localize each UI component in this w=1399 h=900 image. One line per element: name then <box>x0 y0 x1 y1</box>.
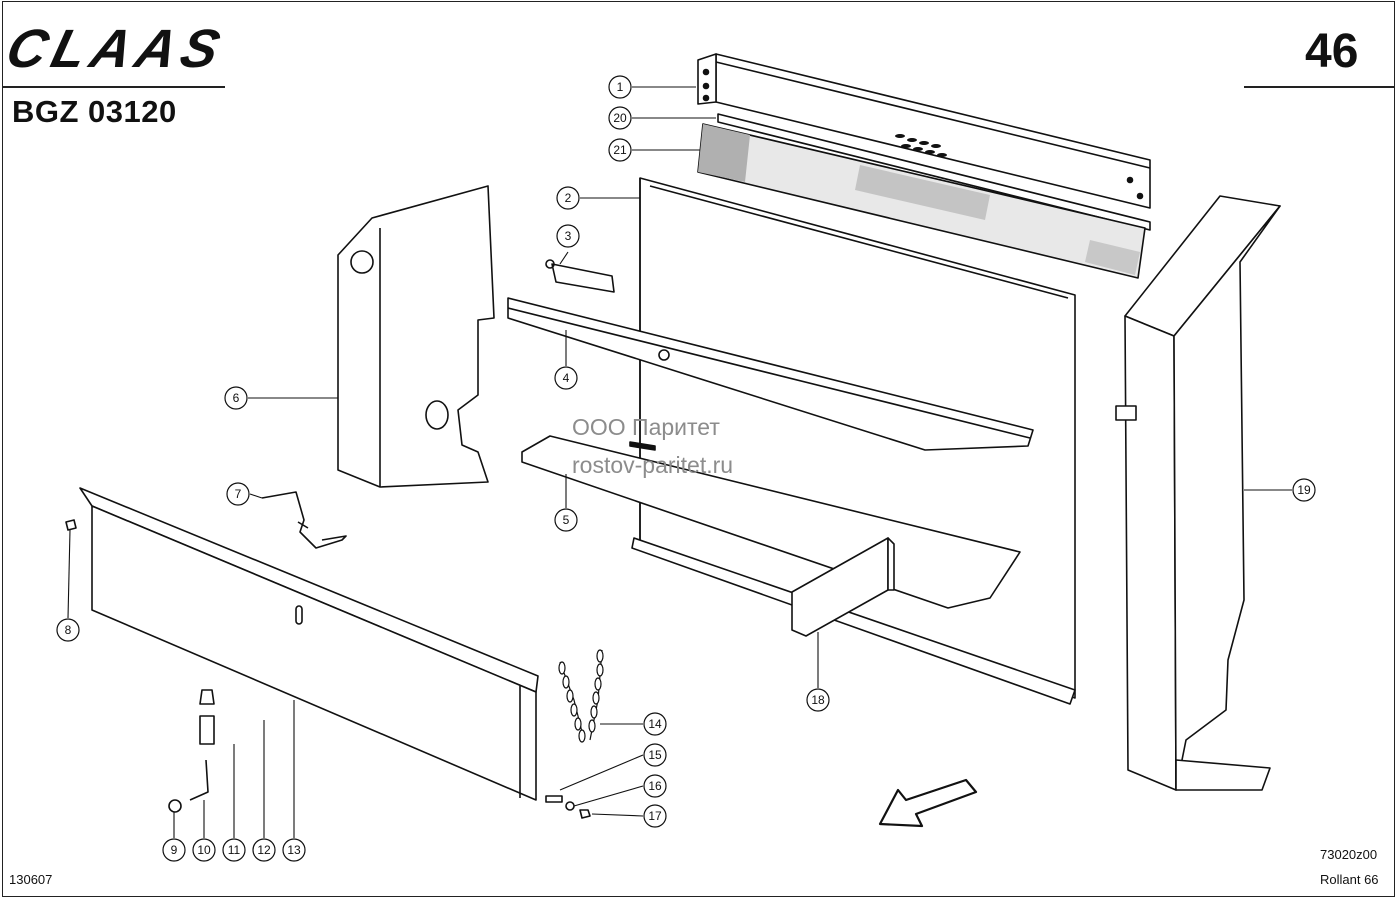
svg-text:1: 1 <box>617 80 624 94</box>
svg-text:9: 9 <box>171 843 178 857</box>
svg-text:10: 10 <box>197 843 211 857</box>
part-1-top-rail <box>697 53 1151 209</box>
svg-text:3: 3 <box>565 229 572 243</box>
part-20-strip <box>717 113 1151 231</box>
part-18-deflector <box>791 537 895 637</box>
callout-11: 11 <box>222 838 246 862</box>
callout-4: 4 <box>554 366 578 390</box>
header-rule-left <box>3 86 225 88</box>
part-5-lower-tray <box>521 435 1021 609</box>
svg-text:7: 7 <box>235 487 242 501</box>
callout-16: 16 <box>643 774 667 798</box>
svg-text:11: 11 <box>228 843 241 857</box>
svg-text:15: 15 <box>648 748 662 762</box>
callout-21: 21 <box>608 138 632 162</box>
callout-2: 2 <box>556 186 580 210</box>
callout-14: 14 <box>643 712 667 736</box>
svg-text:5: 5 <box>563 513 570 527</box>
svg-text:21: 21 <box>613 143 627 157</box>
part-13-front-cover <box>79 487 539 801</box>
callout-6: 6 <box>224 386 248 410</box>
drawing-number: 73020z00 <box>1320 847 1378 862</box>
svg-text:4: 4 <box>563 371 570 385</box>
svg-text:6: 6 <box>233 391 240 405</box>
page-number: 46 <box>1305 25 1359 78</box>
hardware-parts <box>65 519 591 819</box>
callout-3: 3 <box>556 224 580 248</box>
svg-text:2: 2 <box>565 191 572 205</box>
header-rule-right <box>1244 86 1394 88</box>
callout-20: 20 <box>608 106 632 130</box>
svg-text:17: 17 <box>648 809 662 823</box>
footer-code: 130607 <box>9 872 53 887</box>
part-19-side-guard <box>1115 195 1281 791</box>
svg-text:14: 14 <box>648 717 662 731</box>
svg-text:12: 12 <box>257 843 271 857</box>
callout-labels: 1 20 21 2 3 4 5 6 7 8 9 10 11 12 13 14 1… <box>56 75 1316 862</box>
leader-lines <box>67 86 1292 838</box>
part-14-chain <box>558 649 604 743</box>
callout-9: 9 <box>162 838 186 862</box>
direction-arrow <box>878 778 978 828</box>
callout-19: 19 <box>1292 478 1316 502</box>
svg-text:13: 13 <box>287 843 301 857</box>
svg-text:19: 19 <box>1297 483 1311 497</box>
part-21-seal-strip <box>697 123 1146 279</box>
callout-13: 13 <box>282 838 306 862</box>
document-code: BGZ 03120 <box>12 94 177 129</box>
callout-17: 17 <box>643 804 667 828</box>
callout-8: 8 <box>56 618 80 642</box>
watermark-company: ООО Паритет <box>572 414 720 440</box>
callout-7: 7 <box>226 482 250 506</box>
part-7-clip <box>261 491 347 549</box>
svg-text:20: 20 <box>613 111 627 125</box>
part-3-small-bracket <box>545 259 615 293</box>
svg-text:18: 18 <box>811 693 825 707</box>
callout-10: 10 <box>192 838 216 862</box>
model-name: Rollant 66 <box>1320 872 1379 887</box>
callout-18: 18 <box>806 688 830 712</box>
svg-text:8: 8 <box>65 623 72 637</box>
part-6-side-plate <box>337 185 495 488</box>
callout-12: 12 <box>252 838 276 862</box>
watermark-url: rostov-paritet.ru <box>572 452 734 478</box>
callout-15: 15 <box>643 743 667 767</box>
svg-text:16: 16 <box>648 779 662 793</box>
callout-1: 1 <box>608 75 632 99</box>
part-4-shelf-angle <box>507 297 1034 451</box>
callout-5: 5 <box>554 508 578 532</box>
